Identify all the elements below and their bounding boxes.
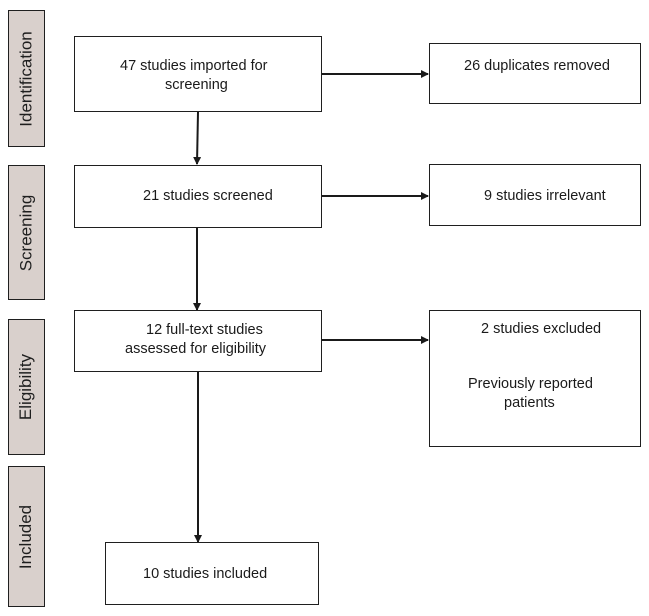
duplicates-text: 26 duplicates removed bbox=[464, 58, 610, 74]
imported-text-line2: screening bbox=[165, 77, 228, 93]
box-excluded: 2 studies excluded Previously reported p… bbox=[429, 310, 641, 447]
box-imported: 47 studies imported for screening bbox=[74, 36, 322, 112]
irrelevant-text: 9 studies irrelevant bbox=[484, 188, 606, 204]
phase-identification: Identification bbox=[8, 10, 45, 147]
screened-text: 21 studies screened bbox=[143, 188, 273, 204]
box-screened: 21 studies screened bbox=[74, 165, 322, 228]
imported-text-line1: 47 studies imported for bbox=[120, 58, 268, 74]
fulltext-text-line2: assessed for eligibility bbox=[125, 341, 267, 357]
box-included: 10 studies included bbox=[105, 542, 319, 605]
excluded-title: 2 studies excluded bbox=[481, 321, 602, 337]
fulltext-text-line1: 12 full-text studies bbox=[146, 322, 263, 338]
excluded-reason-line2: patients bbox=[504, 395, 555, 411]
arrow-to-screened bbox=[193, 111, 202, 165]
included-text: 10 studies included bbox=[143, 566, 268, 582]
phase-included: Included bbox=[8, 466, 45, 607]
box-duplicates: 26 duplicates removed bbox=[429, 43, 641, 104]
phase-eligibility: Eligibility bbox=[8, 319, 45, 455]
box-fulltext: 12 full-text studies assessed for eligib… bbox=[74, 310, 322, 372]
phase-screening: Screening bbox=[8, 165, 45, 300]
excluded-reason-line1: Previously reported bbox=[468, 376, 593, 392]
box-irrelevant: 9 studies irrelevant bbox=[429, 164, 641, 226]
